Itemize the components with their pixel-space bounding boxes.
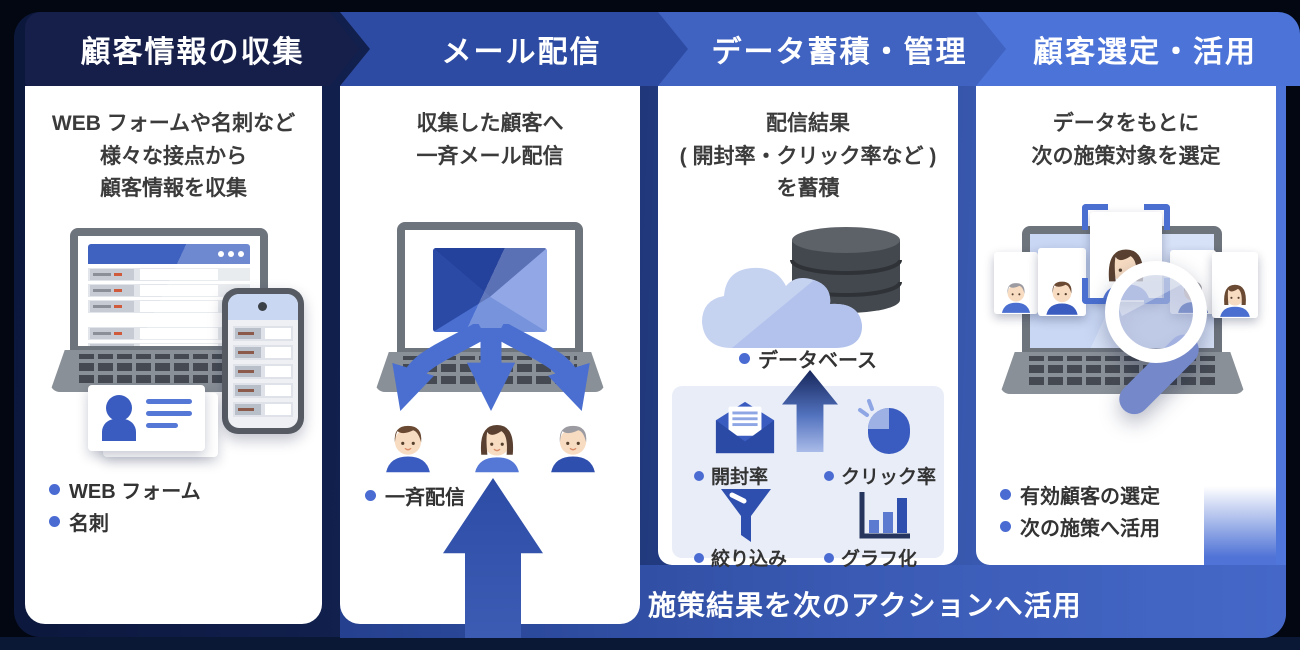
metric-label: クリック率 <box>841 467 937 488</box>
bullet-label: 次の施策へ活用 <box>1020 518 1160 540</box>
step-title: 顧客情報の収集 <box>80 36 305 69</box>
bullet-item: WEB フォーム <box>49 475 201 504</box>
bullet-dot-icon <box>824 552 834 563</box>
avatar-woman-icon <box>1220 284 1250 317</box>
magnifier-icon <box>1105 261 1207 415</box>
metric-item: クリック率 <box>824 462 936 489</box>
step-header-collect: 顧客情報の収集 <box>25 12 360 86</box>
business-card-icon <box>88 385 205 451</box>
cloud-icon <box>702 267 862 348</box>
panel-data: 配信結果 ( 開封率・クリック率など ) を蓄積 データベース <box>658 86 958 570</box>
form-row <box>88 284 250 297</box>
step-header-mail: メール配信 <box>340 12 689 86</box>
mobile-form <box>233 326 293 421</box>
camera-dot-icon <box>258 302 267 311</box>
step-title: データ蓄積・管理 <box>711 36 968 69</box>
bullet-dot-icon <box>1000 521 1011 532</box>
metric-label: 絞り込み <box>711 549 788 570</box>
panel-description: データをもとに 次の施策対象を選定 <box>976 108 1276 173</box>
bullet-dot-icon <box>739 353 750 364</box>
bullet-dot-icon <box>694 552 704 563</box>
envelope-icon <box>433 248 547 332</box>
funnel-icon <box>721 489 771 542</box>
open-envelope-icon <box>715 401 775 454</box>
desc-line: データをもとに <box>1052 112 1200 135</box>
bullet-label: 名刺 <box>69 513 109 535</box>
desc-line: 次の施策対象を選定 <box>1031 144 1221 168</box>
step-title: 顧客選定・活用 <box>1033 36 1257 69</box>
bullet-dot-icon <box>365 490 376 501</box>
panel-mail: 収集した顧客へ 一斉メール配信 <box>340 86 640 624</box>
desc-line: ( 開封率・クリック率など ) <box>679 144 937 168</box>
form-row <box>88 343 250 346</box>
form-row <box>88 327 250 340</box>
bar-chart-icon <box>859 492 910 539</box>
bullet-dot-icon <box>49 516 60 527</box>
footer-bar <box>0 637 1300 650</box>
bullet-label: 有効顧客の選定 <box>1020 486 1160 508</box>
mouse-click-icon <box>858 399 910 454</box>
bullet-item: 次の施策へ活用 <box>1000 512 1160 541</box>
metric-label: グラフ化 <box>841 549 918 570</box>
step-header-select: 顧客選定・活用 <box>976 12 1300 86</box>
metric-label: 開封率 <box>711 467 769 488</box>
metric-item: 絞り込み <box>694 544 787 571</box>
avatar-man-icon <box>386 425 430 473</box>
smartphone-icon <box>222 288 304 434</box>
desc-line: 顧客情報を収集 <box>100 177 247 201</box>
broadcast-arrows-icon <box>392 324 590 412</box>
avatar-elder-icon <box>551 425 595 473</box>
desc-line: 様々な接点から <box>100 144 247 168</box>
desc-line: WEB フォームや名刺など <box>51 112 296 135</box>
feedback-banner-label: 施策結果を次のアクションへ活用 <box>648 590 1082 621</box>
step-header-data: データ蓄積・管理 <box>658 12 1007 86</box>
bullet-label: データベース <box>758 350 877 372</box>
avatar-man-icon <box>1046 281 1078 315</box>
person-icon <box>102 395 136 441</box>
bullet-dot-icon <box>1000 489 1011 500</box>
avatar-woman-icon <box>475 425 519 473</box>
panel-select: データをもとに 次の施策対象を選定 <box>976 86 1276 565</box>
web-form <box>88 268 250 346</box>
metric-item: グラフ化 <box>824 544 917 571</box>
customer-photo-card <box>1038 248 1086 316</box>
panel-description: WEB フォームや名刺など 様々な接点から 顧客情報を収集 <box>25 108 322 206</box>
bullet-dot-icon <box>694 470 704 481</box>
bullet-item: 一斉配信 <box>365 481 465 510</box>
form-row <box>88 300 250 313</box>
desc-line: を蓄積 <box>776 177 840 201</box>
step-title: メール配信 <box>441 36 602 69</box>
panel-collect: WEB フォームや名刺など 様々な接点から 顧客情報を収集 <box>25 86 322 624</box>
desc-line: 配信結果 <box>766 112 850 135</box>
panel-description: 配信結果 ( 開封率・クリック率など ) を蓄積 <box>658 108 958 206</box>
desc-line: 一斉メール配信 <box>416 144 564 168</box>
customer-photo-card <box>994 252 1038 314</box>
bullet-item: 名刺 <box>49 507 109 536</box>
panel-corner-fade <box>1204 469 1276 565</box>
browser-titlebar <box>88 244 250 264</box>
bullet-dot-icon <box>49 484 60 495</box>
panel-description: 収集した顧客へ 一斉メール配信 <box>340 108 640 173</box>
desc-line: 収集した顧客へ <box>416 112 564 135</box>
metric-item: 開封率 <box>694 462 768 489</box>
customer-photo-card <box>1212 252 1258 318</box>
window-dots-icon <box>218 251 244 257</box>
bullet-dot-icon <box>824 470 834 481</box>
form-row <box>88 268 250 281</box>
bullet-label: 一斉配信 <box>385 487 465 509</box>
bullet-label: WEB フォーム <box>69 481 201 503</box>
bullet-item: 有効顧客の選定 <box>1000 480 1160 509</box>
avatar-elder-icon <box>1001 283 1031 313</box>
bullet-item: データベース <box>658 344 958 373</box>
